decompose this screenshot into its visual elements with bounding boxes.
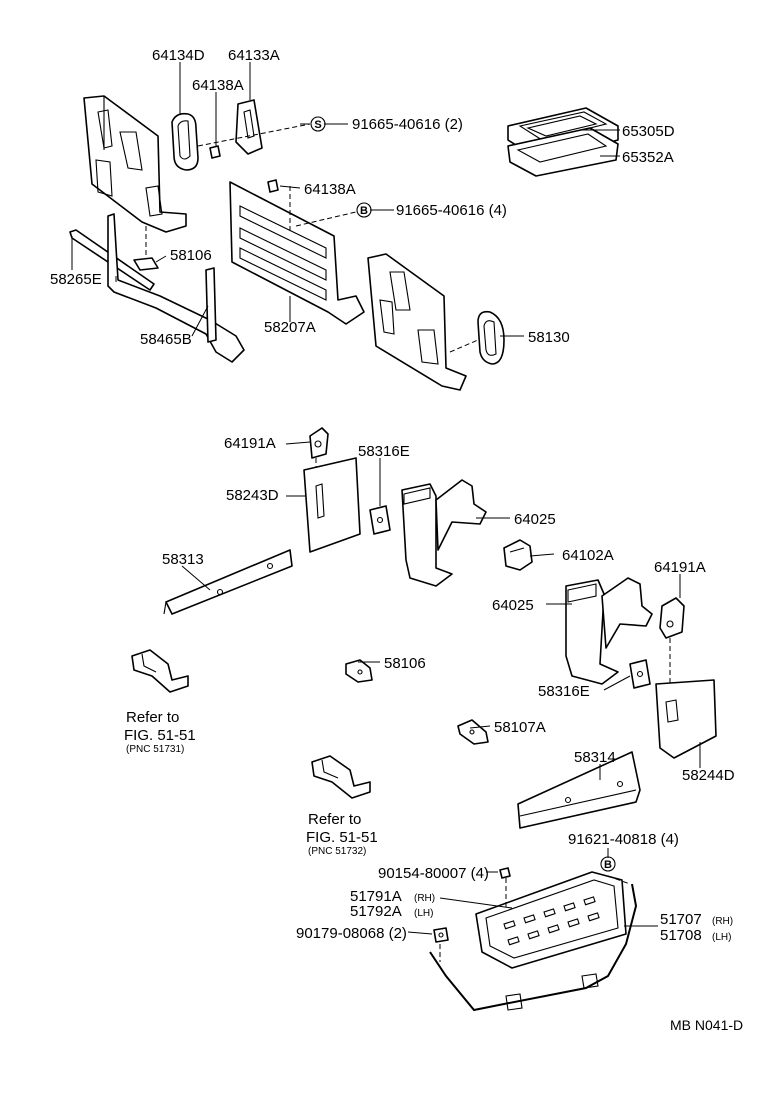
label-64102A: 64102A xyxy=(562,547,614,564)
label-90154: 90154-80007 (4) xyxy=(378,865,489,882)
reference-note-51731: Refer to FIG. 51-51 (PNC 51731) xyxy=(124,709,196,755)
part-58316E-plate-1 xyxy=(369,505,391,535)
label-64134D: 64134D xyxy=(152,47,205,64)
label-51792A: 51792A xyxy=(350,903,402,920)
svg-text:(PNC 51731): (PNC 51731) xyxy=(126,744,184,755)
label-65305D: 65305D xyxy=(622,123,675,140)
label-58243D: 58243D xyxy=(226,487,279,504)
part-64134D-pad xyxy=(171,112,199,171)
label-51708-lh: (LH) xyxy=(712,932,731,943)
label-91665-s: 91665-40616 (2) xyxy=(352,116,463,133)
label-58465B: 58465B xyxy=(140,331,192,348)
label-58313: 58313 xyxy=(162,551,204,568)
svg-text:B: B xyxy=(360,205,368,217)
label-58106-2: 58106 xyxy=(384,655,426,672)
svg-text:Refer to: Refer to xyxy=(126,709,179,726)
symbol-b-circle-2: B xyxy=(600,856,616,872)
part-65352A-seal xyxy=(507,127,619,177)
label-58265E: 58265E xyxy=(50,271,102,288)
panel-58130-assembly xyxy=(367,253,467,391)
part-58314-rail xyxy=(517,751,641,829)
part-58130-pad xyxy=(477,310,505,365)
panel-58207A xyxy=(229,181,365,325)
label-51792A-lh: (LH) xyxy=(414,908,433,919)
part-64102A-bracket xyxy=(503,539,533,571)
part-clip-ref-51731 xyxy=(131,649,189,693)
label-64191A-2: 64191A xyxy=(654,559,706,576)
label-58244D: 58244D xyxy=(682,767,735,784)
part-58106-clip xyxy=(345,659,373,683)
svg-text:Refer to: Refer to xyxy=(308,811,361,828)
part-58244D-panel xyxy=(655,679,717,759)
part-64191A-left xyxy=(309,427,329,459)
part-58106-clip-top xyxy=(133,257,159,271)
part-51791A-step xyxy=(475,871,627,969)
part-64025-duct-1 xyxy=(401,479,487,587)
diagram-code: MB N041-D xyxy=(670,1017,743,1033)
part-58107A-clip xyxy=(457,719,489,745)
part-51707-stay xyxy=(429,883,638,1012)
label-91665-b: 91665-40616 (4) xyxy=(396,202,507,219)
part-90179-nut xyxy=(433,927,449,943)
label-65352A: 65352A xyxy=(622,149,674,166)
leader-lines xyxy=(71,62,701,935)
part-58316E-plate-2 xyxy=(629,659,651,689)
label-91621: 91621-40818 (4) xyxy=(568,831,679,848)
part-58313-rail xyxy=(163,549,293,615)
part-64025-duct-2 xyxy=(565,577,653,685)
reference-note-51732: Refer to FIG. 51-51 (PNC 51732) xyxy=(306,811,378,857)
panel-64134D-assembly xyxy=(83,95,187,233)
svg-text:FIG. 51-51: FIG. 51-51 xyxy=(124,727,196,744)
part-64138A-clip-2 xyxy=(267,179,279,193)
label-90179: 90179-08068 (2) xyxy=(296,925,407,942)
label-51707: 51707 xyxy=(660,911,702,928)
svg-text:(PNC 51732): (PNC 51732) xyxy=(308,846,366,857)
label-64133A: 64133A xyxy=(228,47,280,64)
svg-text:FIG. 51-51: FIG. 51-51 xyxy=(306,829,378,846)
label-58130: 58130 xyxy=(528,329,570,346)
part-64133A-bracket xyxy=(235,99,263,155)
label-64191A-1: 64191A xyxy=(224,435,276,452)
label-51707-rh: (RH) xyxy=(712,916,733,927)
label-58106-1: 58106 xyxy=(170,247,212,264)
symbol-s-circle: S xyxy=(310,116,326,132)
part-58465B-member xyxy=(107,213,245,363)
part-64191A-right xyxy=(659,597,685,639)
label-51708: 51708 xyxy=(660,927,702,944)
label-51791A: 51791A xyxy=(350,888,402,905)
label-58207A: 58207A xyxy=(264,319,316,336)
svg-text:S: S xyxy=(314,119,321,131)
part-64138A-clip xyxy=(209,145,221,159)
label-51791A-rh: (RH) xyxy=(414,893,435,904)
part-90154-bolt xyxy=(499,867,511,879)
label-58107A: 58107A xyxy=(494,719,546,736)
label-64138A-2: 64138A xyxy=(304,181,356,198)
label-58316E-1: 58316E xyxy=(358,443,410,460)
svg-text:B: B xyxy=(604,859,612,871)
label-58316E-2: 58316E xyxy=(538,683,590,700)
symbol-b-circle-1: B xyxy=(356,202,372,218)
part-clip-ref-51732 xyxy=(311,755,371,799)
label-64138A-1: 64138A xyxy=(192,77,244,94)
label-64025-1: 64025 xyxy=(514,511,556,528)
label-64025-2: 64025 xyxy=(492,597,534,614)
label-58314: 58314 xyxy=(574,749,616,766)
part-58243D-panel xyxy=(303,457,361,553)
part-labels: 64134D 64133A 64138A 91665-40616 (2) 653… xyxy=(50,47,735,944)
